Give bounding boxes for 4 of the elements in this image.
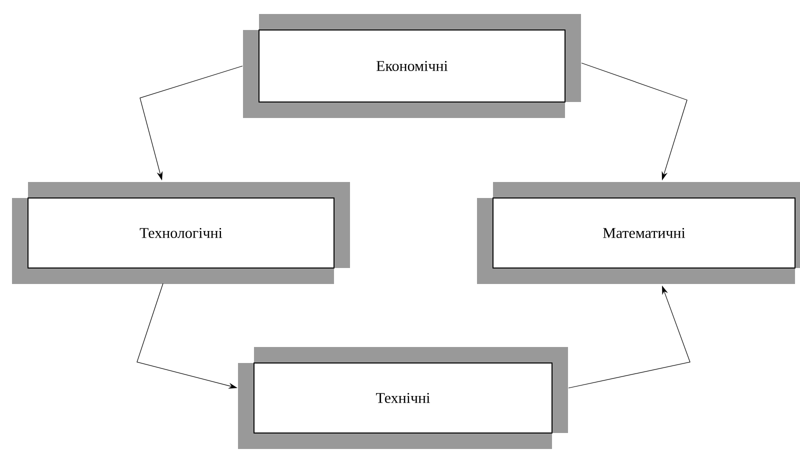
process-box: Математичні [477, 182, 800, 284]
process-box: Економічні [243, 14, 581, 118]
process-box: Технологічні [12, 182, 350, 284]
process-box: Технічні [238, 347, 568, 449]
